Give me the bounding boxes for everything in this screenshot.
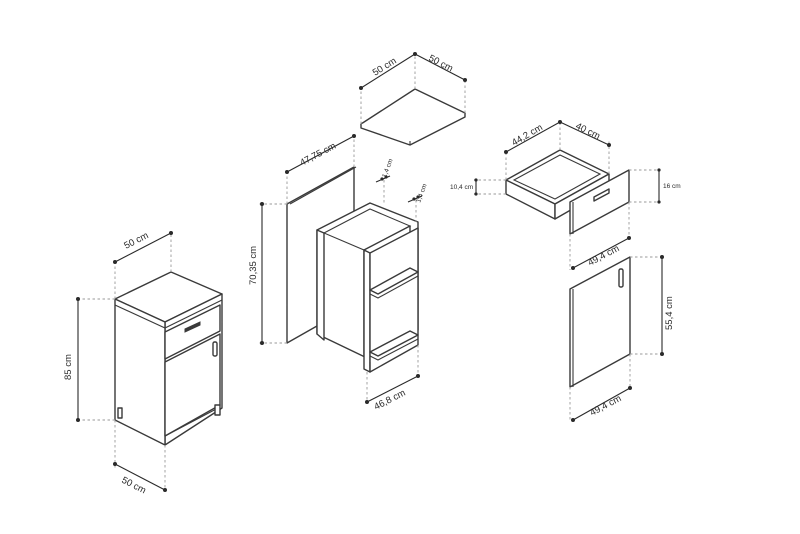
cabinet-leg-side <box>117 407 123 419</box>
drawer-width-label: 44,2 cm <box>510 122 545 148</box>
drawer-front-height-label: 16 cm <box>663 183 681 190</box>
worktop-width-label: 50 cm <box>371 55 399 78</box>
cabinet-top-edge <box>114 299 223 329</box>
carcass-bottom <box>369 330 419 357</box>
side-panel-depth-dim-line <box>286 135 355 173</box>
cabinet-side <box>114 298 166 446</box>
worktop: 50 cm 50 cm <box>359 52 467 146</box>
carcass-thickness-b-label: 1,4 cm <box>415 183 428 204</box>
carcass: 1,4 cm 1,4 cm 46,8 cm <box>316 158 429 413</box>
carcass-width-label: 46,8 cm <box>372 387 407 412</box>
side-panel-height-label: 70,35 cm <box>248 246 259 285</box>
cabinet-drawer-handle <box>184 321 201 333</box>
cabinet-depth-dim-line <box>114 463 166 491</box>
worktop-depth-dim-line <box>414 53 466 81</box>
side-panel-depth-label: 47,75 cm <box>298 141 338 169</box>
cabinet-plinth <box>164 406 221 437</box>
cabinet-leg <box>214 404 221 416</box>
carcass-thickness-a-label: 1,4 cm <box>381 158 394 179</box>
cabinet-door-handle <box>212 341 218 357</box>
door-handle <box>618 268 624 288</box>
door-width-dim-line <box>572 387 631 421</box>
cabinet-drawer-front <box>164 304 221 360</box>
worktop-width-dim-line <box>360 53 416 89</box>
door-height-label: 55,4 cm <box>664 296 675 330</box>
drawer-width-dim-line <box>505 121 561 153</box>
drawer-front-width-dim-line <box>572 237 630 269</box>
drawer-inner-rim <box>512 154 602 200</box>
drawer-front-handle <box>593 188 610 202</box>
door-width-label: 49,4 cm <box>588 393 623 419</box>
cabinet-height-label: 85 cm <box>63 354 74 380</box>
assembled-cabinet: 50 cm 85 cm 50 cm <box>63 230 223 497</box>
drawer-depth-dim-line <box>559 121 610 146</box>
carcass-shelf <box>369 267 419 295</box>
worktop-depth-label: 50 cm <box>427 53 455 75</box>
carcass-right-side <box>363 249 371 373</box>
drawer-height-label: 10,4 cm <box>450 184 473 191</box>
carcass-left-side <box>316 229 325 341</box>
cabinet-width-dim-line <box>114 232 172 263</box>
cabinet-depth-label: 50 cm <box>120 475 148 497</box>
carcass-width-dim-line <box>366 375 419 403</box>
drawer-depth-label: 40 cm <box>574 121 602 142</box>
door-panel: 55,4 cm 49,4 cm <box>569 255 675 422</box>
cabinet-width-label: 50 cm <box>122 230 150 252</box>
